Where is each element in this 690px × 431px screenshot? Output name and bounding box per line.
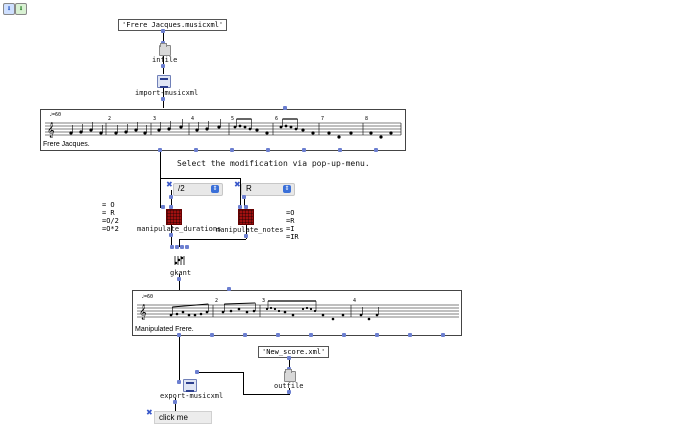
chevron-updown-icon: ⇕: [283, 185, 291, 193]
export-musicxml-label: export-musicxml: [160, 392, 224, 400]
tempo-mark: ♩=60: [49, 112, 62, 118]
tempo-mark: ♩=60: [141, 294, 154, 300]
gkant-icon[interactable]: [173, 254, 185, 266]
measure-number: 3: [153, 116, 157, 122]
close-icon[interactable]: ✖: [166, 180, 173, 189]
chevron-updown-icon: ⇕: [211, 185, 219, 193]
import-musicxml-icon[interactable]: [157, 75, 171, 88]
score-display-frere-jacques[interactable]: 𝄞 ♩=60 2 3 4 5 6 7 8 Frere Jacques.: [40, 109, 406, 151]
close-icon[interactable]: ✖: [146, 408, 153, 417]
measure-number: 3: [262, 298, 266, 304]
folder-icon[interactable]: [159, 43, 171, 56]
measure-number: 4: [191, 116, 195, 122]
svg-text:𝄞: 𝄞: [139, 305, 147, 320]
measure-number: 7: [321, 116, 325, 122]
score-display-manipulated[interactable]: 𝄞 ♩=60 2 3 4 Manipulated Frere.: [132, 290, 462, 336]
score-caption: Manipulated Frere.: [135, 326, 194, 333]
duration-menu-value: /2: [178, 184, 185, 193]
measure-number: 2: [108, 116, 112, 122]
notes-menu-value: R: [246, 184, 252, 193]
measure-number: 2: [215, 298, 219, 304]
arrow-down-icon[interactable]: ⬇: [15, 3, 27, 15]
measure-number: 5: [231, 116, 235, 122]
arrow-up-icon[interactable]: ⬇: [3, 3, 15, 15]
duration-popup-menu[interactable]: /2 ⇕: [173, 183, 223, 196]
click-me-button[interactable]: click me: [154, 411, 212, 424]
gkant-label: gkant: [170, 269, 192, 277]
output-file-string-box[interactable]: 'New_score.xml': [258, 346, 330, 358]
import-musicxml-label: import-musicxml: [135, 89, 199, 97]
duration-legend: = O = R =O/2 =O*2: [102, 201, 119, 233]
svg-text:𝄞: 𝄞: [47, 123, 55, 138]
manipulate-durations-label: manipulate_durations: [137, 225, 222, 233]
outfile-label: outfile: [274, 382, 304, 390]
manipulate-notes-icon[interactable]: [238, 209, 254, 225]
score-caption: Frere Jacques.: [43, 141, 90, 148]
manipulate-durations-icon[interactable]: [166, 209, 182, 225]
infile-label: infile: [152, 56, 178, 64]
manipulate-notes-label: manipulate_notes: [216, 226, 284, 234]
measure-number: 6: [275, 116, 279, 122]
close-icon[interactable]: ✖: [234, 180, 241, 189]
notes-popup-menu[interactable]: R ⇕: [241, 183, 295, 196]
instruction-comment: Select the modification via pop-up-menu.: [177, 159, 370, 168]
export-musicxml-icon[interactable]: [183, 379, 197, 392]
measure-number: 8: [365, 116, 369, 122]
notes-legend: =O =R =I =IR: [286, 209, 299, 241]
measure-number: 4: [353, 298, 357, 304]
folder-icon[interactable]: [284, 369, 296, 382]
input-file-string-box[interactable]: 'Frere Jacques.musicxml': [118, 19, 228, 31]
